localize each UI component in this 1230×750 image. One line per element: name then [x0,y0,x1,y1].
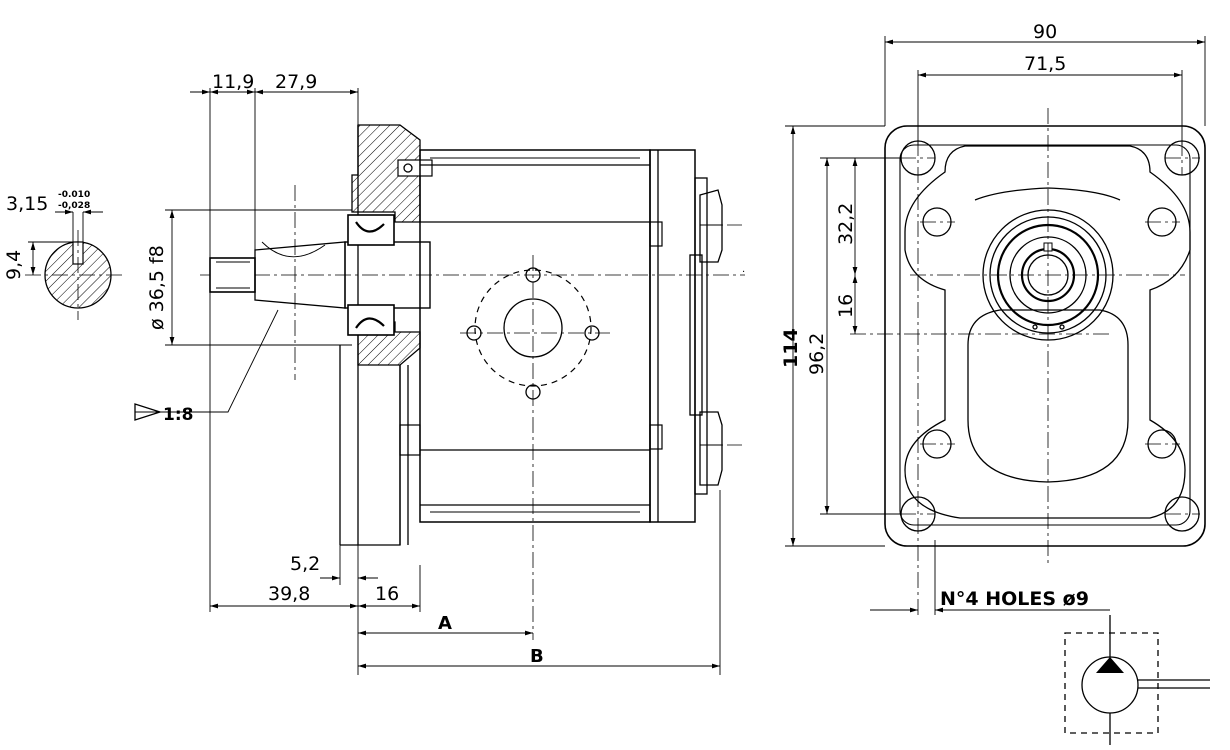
pump-body [419,149,651,523]
shaft-section: 3,15 -0.010 -0,028 9,4 [3,190,125,320]
dim-top-shaft-offset: 11,9 [212,71,254,93]
rear-cover [649,149,696,523]
key-tolerance-upper: -0.010 [58,190,90,200]
mounting-holes [900,140,1200,532]
dim-pilot-diameter: ø 36,5 f8 [146,245,168,330]
dim-hole-spacing-h: 71,5 [1024,53,1066,75]
dim-flange-depth: 16 [375,583,399,605]
svg-text:.: . [742,264,745,275]
key-tolerance-lower: -0,028 [58,201,90,211]
dim-port-distance: A [438,613,452,634]
flange-inner-profile [904,145,1191,519]
dim-flange-height: 114 [780,328,802,368]
dim-hole-spacing-v: 96,2 [806,333,828,375]
rear-nut-top [699,189,723,263]
flange-outline [884,125,1206,547]
holes-note: N°4 HOLES ø9 [940,588,1089,610]
dim-flange-width: 90 [1033,21,1057,43]
taper-symbol [134,403,163,421]
dim-shaft-length: 39,8 [268,583,310,605]
dim-flange-thickness: 5,2 [290,553,320,575]
pump-front-view: 90 71,5 114 96,2 32,2 16 N°4 HOLES ø9 [780,21,1210,745]
dim-taper: 1:8 [163,405,193,425]
pump-side-view: 11,9 27,9 ø 36,5 f8 1:8 5,2 39,8 16 A B … [134,71,745,675]
dim-overall-length: B [530,646,544,667]
key-height-label: 9,4 [3,250,25,280]
front-flange-section [351,124,421,223]
dim-upper-offset: 32,2 [835,203,857,245]
shaft-seal-bottom [347,304,395,336]
hydraulic-pump-symbol [1064,615,1210,745]
shaft-seal-top [347,214,395,246]
shaft-tip [209,257,256,293]
rear-nut-bottom [699,411,723,486]
dim-center-offset: 16 [835,294,857,318]
dim-top-flange-offset: 27,9 [275,71,317,93]
key-width-label: 3,15 [6,193,48,215]
